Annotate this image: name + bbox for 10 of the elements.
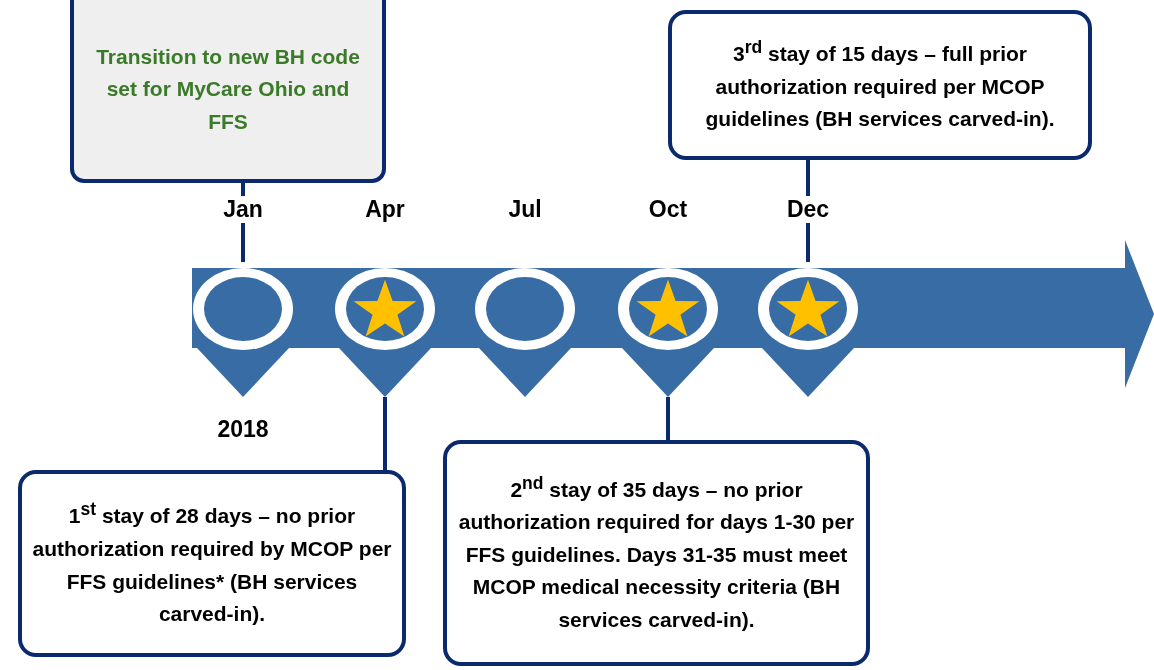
note-text: Transition to new BH code set for MyCare Ohio and FFS: [95, 43, 361, 135]
connector-line: [666, 397, 670, 440]
note-box: [443, 440, 870, 666]
note-box: [18, 470, 406, 657]
connector-line: [383, 397, 387, 470]
note-box: [668, 10, 1092, 160]
note-text: 3$^{rd}$ stay of 15 days – full prior authorization required per MCOP guidelines (BH services carved-in).: [704, 36, 1056, 133]
note-box: [70, 0, 386, 183]
note-text: 1$^{st}$ stay of 28 days – no prior authorization required by MCOP per FFS guidelines* (BH services carved-in).: [32, 498, 392, 628]
note-text: 2$^{nd}$ stay of 35 days – no prior authorization required for days 1-30 per FFS guidelines. Days 31-35 must meet MCOP medical necessity criteria (BH services carved-in).: [457, 471, 856, 633]
